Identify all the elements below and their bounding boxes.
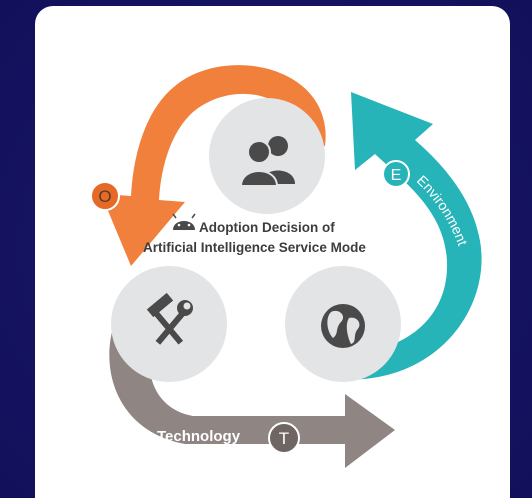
android-icon	[172, 213, 196, 230]
environment-arrow	[327, 92, 482, 380]
diagram-title-line1: Adoption Decision of	[199, 220, 335, 235]
technology-label: Technology	[157, 428, 241, 445]
technology-arrow	[109, 274, 395, 468]
organization-arrow	[101, 65, 326, 266]
cycle-diagram: Organization Environment O E T	[90, 65, 482, 468]
diagram-title-line2: Artificial Intelligence Service Mode	[143, 240, 366, 255]
globe-icon	[285, 266, 401, 382]
tools-icon	[111, 266, 227, 382]
technology-letter-badge: T	[268, 422, 300, 454]
organization-letter-badge: O	[90, 181, 120, 211]
svg-text:T: T	[279, 429, 289, 448]
environment-letter-badge: E	[382, 160, 410, 188]
svg-text:E: E	[391, 167, 402, 184]
diagram-card: Organization Environment O E T	[35, 6, 510, 498]
svg-text:O: O	[98, 187, 111, 206]
people-icon	[209, 98, 325, 214]
